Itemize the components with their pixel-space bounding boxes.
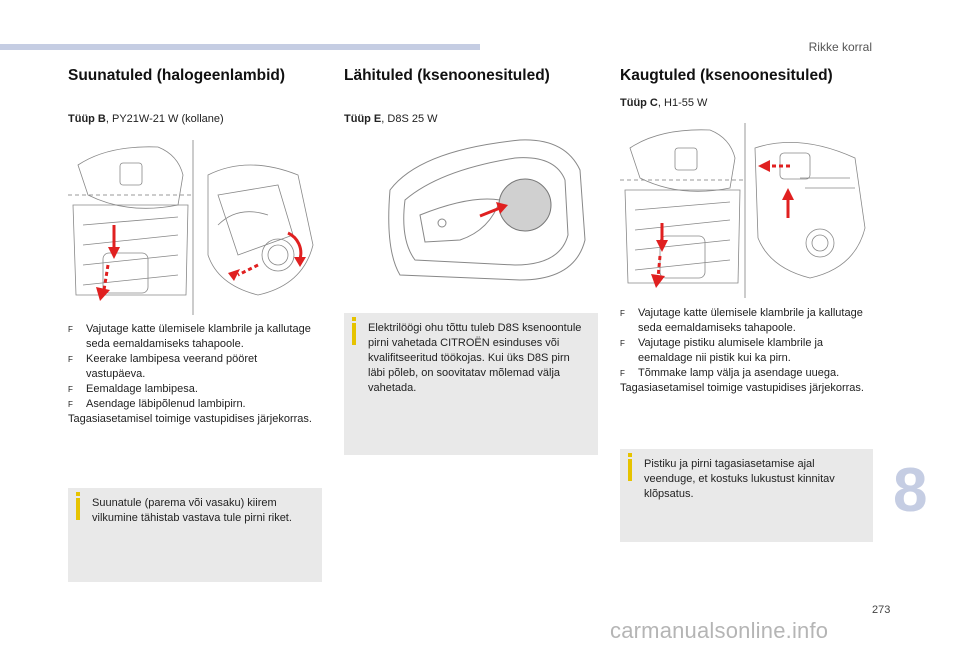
step-text: Vajutage pistiku alumisele klambrile ja … (638, 337, 824, 364)
header-bar (0, 44, 480, 50)
reassembly-note: Tagasiasetamisel toimige vastupidises jä… (620, 382, 864, 394)
info-box-turn-signal: Suunatule (parema või vasaku) kiirem vil… (68, 488, 322, 582)
list-item: F Asendage läbipõlenud lambipirn. (68, 397, 318, 412)
main-beam-illustration (620, 118, 872, 303)
info-box-connector: Pistiku ja pirni tagasiasetamise ajal ve… (620, 449, 873, 542)
info-icon-bar (76, 498, 80, 520)
bullet-mark: F (68, 400, 73, 409)
main-beam-steps: F Vajutage katte ülemisele klambrile ja k… (620, 306, 870, 396)
info-text: Pistiku ja pirni tagasiasetamise ajal ve… (644, 458, 835, 500)
chapter-number: 8 (893, 456, 928, 525)
bullet-mark: F (68, 385, 73, 394)
list-item: F Vajutage katte ülemisele klambrile ja k… (620, 306, 870, 336)
step-text: Vajutage katte ülemisele klambrile ja ka… (638, 307, 863, 334)
list-item: F Vajutage pistiku alumisele klambrile ja… (620, 336, 870, 366)
info-icon (628, 453, 632, 457)
page-number: 273 (872, 604, 891, 616)
info-text: Suunatule (parema või vasaku) kiirem vil… (92, 497, 292, 524)
section-title-dipped-beam: Lähituled (ksenoonesituled) (344, 67, 550, 84)
turn-signal-illustration (68, 135, 322, 320)
reassembly-note: Tagasiasetamisel toimige vastupidises jä… (68, 413, 312, 425)
section-title-main-beam: Kaugtuled (ksenoonesituled) (620, 67, 833, 84)
step-text: Asendage läbipõlenud lambipirn. (86, 398, 246, 410)
info-icon (352, 317, 356, 321)
list-item: F Keerake lambipesa veerand pööret vastup… (68, 352, 318, 382)
type-label: Tüüp E (344, 113, 382, 125)
bullet-mark: F (620, 339, 625, 348)
chapter-title: Rikke korral (808, 40, 872, 54)
info-icon-bar (628, 459, 632, 481)
bullet-mark: F (620, 309, 625, 318)
step-text: Tõmmake lamp välja ja asendage uuega. (638, 367, 840, 379)
list-item: F Vajutage katte ülemisele klambrile ja k… (68, 322, 318, 352)
info-icon-bar (352, 323, 356, 345)
bulb-type-b: Tüüp B, PY21W-21 W (kollane) (68, 113, 224, 125)
xenon-headlamp-illustration (380, 130, 590, 290)
info-text: Elektrilöögi ohu tõttu tuleb D8S ksenoon… (368, 322, 582, 394)
step-text: Keerake lambipesa veerand pööret vastupä… (86, 353, 258, 380)
step-text: Vajutage katte ülemisele klambrile ja ka… (86, 323, 311, 350)
bullet-mark: F (620, 369, 625, 378)
info-box-xenon-warning: Elektrilöögi ohu tõttu tuleb D8S ksenoon… (344, 313, 598, 455)
info-icon (76, 492, 80, 496)
list-item: F Eemaldage lambipesa. (68, 382, 318, 397)
step-text: Eemaldage lambipesa. (86, 383, 198, 395)
watermark: carmanualsonline.info (610, 618, 829, 643)
type-value: , D8S 25 W (381, 113, 438, 125)
type-value: , H1-55 W (657, 97, 708, 109)
bulb-type-e: Tüüp E, D8S 25 W (344, 113, 438, 125)
bullet-mark: F (68, 325, 73, 334)
turn-signal-steps: F Vajutage katte ülemisele klambrile ja k… (68, 322, 318, 427)
type-label: Tüüp B (68, 113, 106, 125)
type-label: Tüüp C (620, 97, 658, 109)
type-value: , PY21W-21 W (kollane) (105, 113, 224, 125)
bullet-mark: F (68, 355, 73, 364)
list-item: F Tõmmake lamp välja ja asendage uuega. (620, 366, 870, 381)
bulb-type-c: Tüüp C, H1-55 W (620, 97, 707, 109)
section-title-turn-signals: Suunatuled (halogeenlambid) (68, 67, 286, 84)
